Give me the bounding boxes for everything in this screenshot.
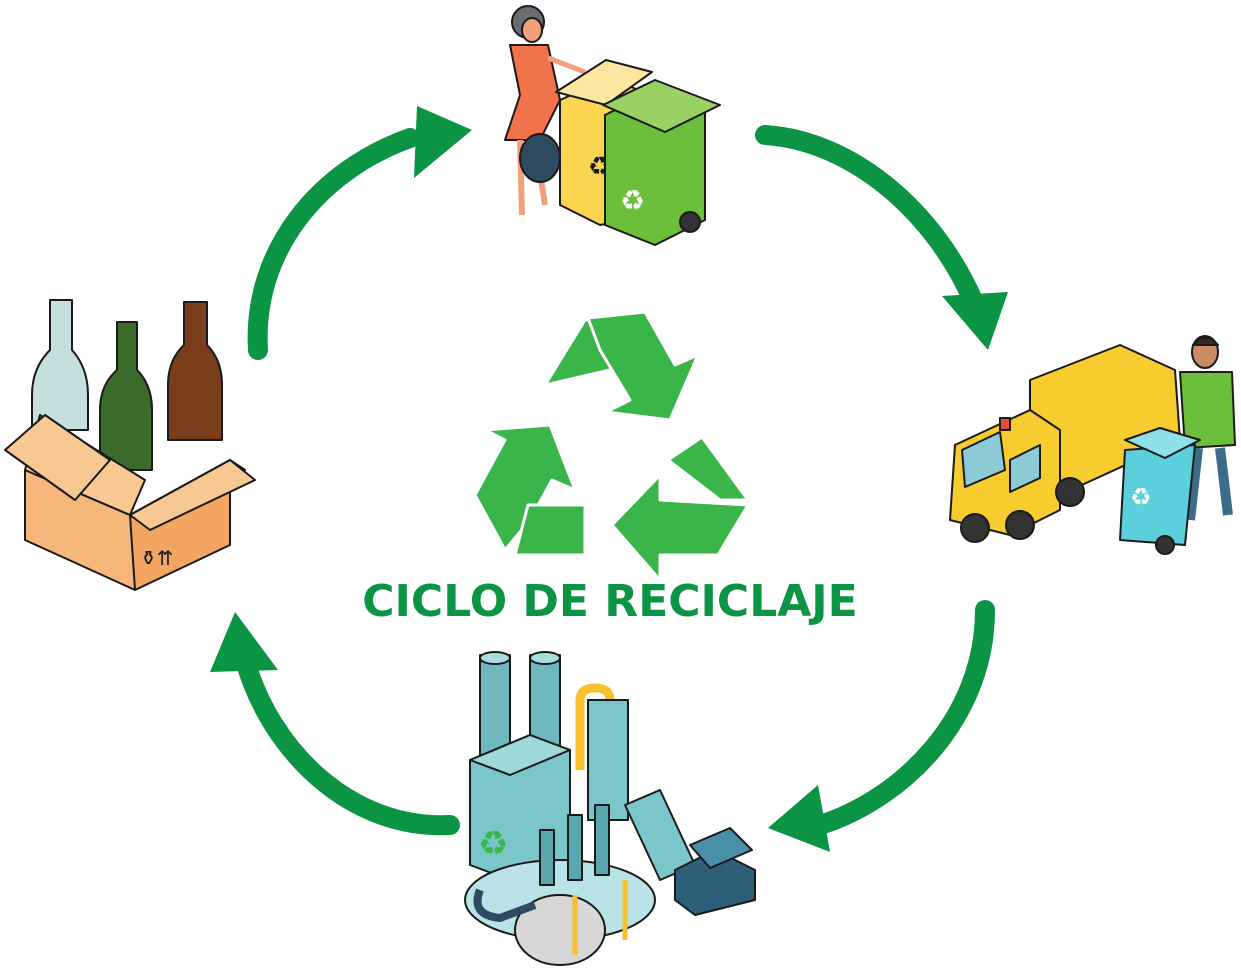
svg-text:♻: ♻ xyxy=(1130,483,1152,511)
arrow-factory-to-box xyxy=(235,650,460,836)
recycling-factory-icon: ♻ xyxy=(464,651,756,966)
svg-text:♻: ♻ xyxy=(620,184,645,217)
arrow-truck-to-factory xyxy=(810,600,995,835)
garbage-truck-with-worker-icon: ♻ xyxy=(949,335,1236,555)
svg-text:⚱⇈: ⚱⇈ xyxy=(140,546,174,570)
cycle-arrows xyxy=(235,125,995,836)
arrow-head-bottom-left xyxy=(210,612,278,672)
box-of-glass-bottles-icon: ⚱⇈ xyxy=(4,299,256,591)
arrow-heads xyxy=(210,106,1008,852)
woman-with-recycling-bins-icon: ♻ ♻ xyxy=(504,5,721,246)
arrow-head-top-left xyxy=(414,106,472,178)
svg-text:♻: ♻ xyxy=(478,824,508,864)
arrow-box-to-bins xyxy=(247,128,420,360)
diagram-title: CICLO DE RECICLAJE xyxy=(362,576,858,627)
arrow-head-top-right xyxy=(942,292,1008,350)
arrow-head-bottom-right xyxy=(768,785,830,852)
arrow-bins-to-truck xyxy=(755,125,985,315)
recycle-symbol-icon xyxy=(473,310,750,582)
